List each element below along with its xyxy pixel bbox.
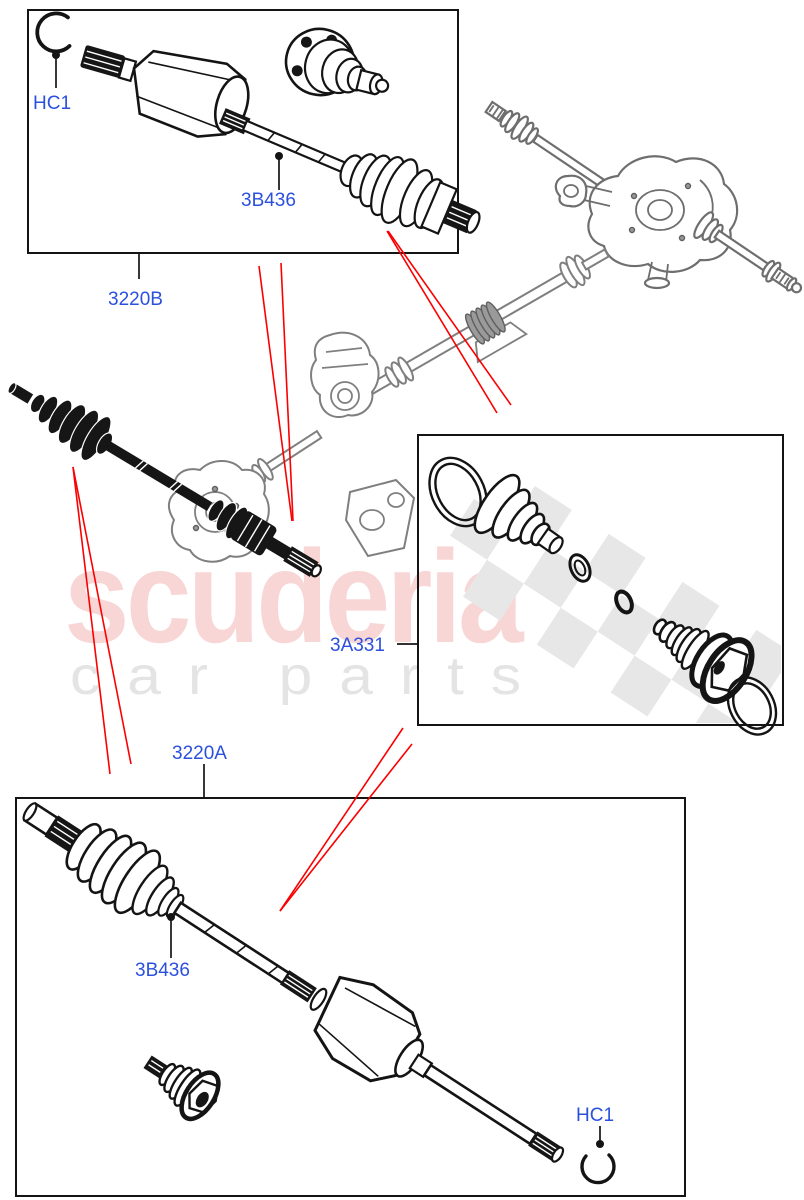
rear-axle-assembly-illustration	[484, 100, 803, 294]
watermark: scuderia car parts	[64, 523, 548, 706]
inner-halfshaft-bottom	[22, 801, 565, 1163]
part-label-3b436-top[interactable]: 3B436	[241, 190, 296, 211]
part-label-hc1-bottom[interactable]: HC1	[576, 1105, 614, 1126]
watermark-brand: scuderia	[64, 523, 525, 670]
mount-bracket	[344, 478, 416, 558]
box-label-3220a[interactable]: 3220A	[172, 743, 227, 764]
transfer-unit-illustration	[248, 331, 380, 484]
circlip-bottom	[580, 1153, 616, 1185]
boot-clamp-small	[726, 676, 778, 736]
box-boot-kit	[417, 434, 784, 726]
box-inner-driveshaft	[15, 797, 686, 1197]
part-label-hc1-top[interactable]: HC1	[33, 93, 71, 114]
outer-driveshaft-parts	[35, 11, 481, 235]
tripod-joint-top	[284, 27, 390, 97]
small-ring	[614, 589, 634, 615]
part-label-3a331[interactable]: 3A331	[330, 635, 385, 656]
leader-lines	[72, 230, 512, 912]
cv-boot-outer	[473, 473, 564, 555]
box-label-3220b[interactable]: 3220B	[108, 289, 163, 310]
part-label-3b436-bottom[interactable]: 3B436	[135, 960, 190, 981]
inner-cv-joint-top	[80, 45, 250, 138]
inner-joint-small-part	[143, 1055, 221, 1122]
boot-kit-parts	[428, 456, 778, 736]
propshaft-illustration	[348, 248, 610, 406]
inner-driveshaft-parts	[22, 801, 616, 1185]
circlip-top	[35, 11, 72, 54]
box-outer-driveshaft	[27, 9, 459, 254]
front-driveshaft-illustration	[7, 382, 323, 578]
outer-halfshaft-top	[219, 108, 481, 235]
watermark-tagline: car parts	[70, 646, 548, 706]
washer-ring	[568, 553, 592, 583]
